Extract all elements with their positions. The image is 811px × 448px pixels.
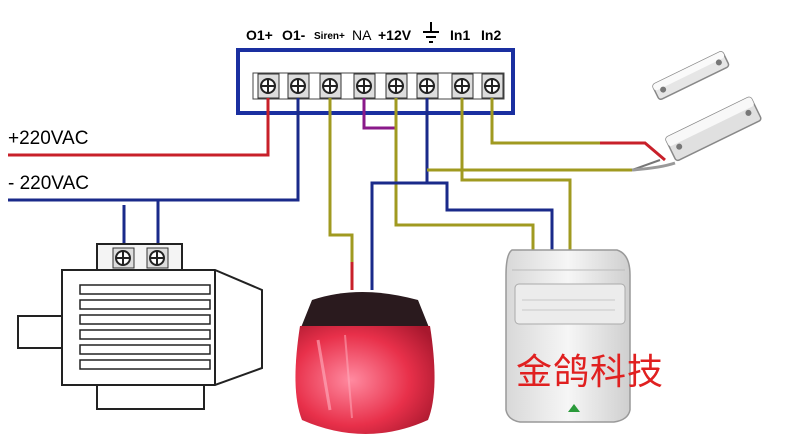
terminal-screw-icon [451, 73, 474, 99]
pir-sensor-icon [505, 249, 631, 423]
wire-line-plus [8, 98, 270, 157]
terminal-screw-icon [353, 73, 376, 99]
terminal-label-in1: In1 [450, 27, 471, 43]
watermark-text: 金鸽科技 [516, 352, 665, 393]
terminal-screw-icon [385, 73, 408, 99]
door-contact-icon [631, 51, 762, 172]
terminal-screw-icon [481, 73, 504, 99]
terminal-screw-icon [257, 73, 280, 99]
terminal-screw-icon [416, 73, 439, 99]
motor-icon [17, 243, 263, 410]
terminal-screw-icon [287, 73, 310, 99]
wire-siren-plus [328, 98, 354, 290]
wire-12v-pir [394, 98, 535, 250]
wire-gnd-pir [427, 181, 554, 250]
terminal-label-12v: +12V [378, 27, 412, 43]
power-label-plus: +220VAC [8, 128, 89, 149]
terminal-screws [257, 73, 504, 99]
wire-in2-door-b [600, 141, 666, 162]
wire-in1-pir [460, 98, 572, 250]
terminal-label-na: NA [352, 27, 372, 43]
terminal-screw-icon [319, 73, 342, 99]
terminal-label-o1-plus: O1+ [246, 27, 273, 43]
wires [8, 98, 666, 290]
power-label-minus: - 220VAC [8, 173, 89, 194]
ground-icon [423, 22, 439, 43]
wire-in2-door [490, 98, 600, 145]
wire-gnd-siren [370, 98, 429, 290]
terminal-label-o1-minus: O1- [282, 27, 306, 43]
terminal-label-siren-plus: Siren+ [314, 31, 345, 42]
wire-line-minus [8, 98, 300, 202]
terminal-label-in2: In2 [481, 27, 502, 43]
siren-lamp-icon [295, 292, 435, 434]
